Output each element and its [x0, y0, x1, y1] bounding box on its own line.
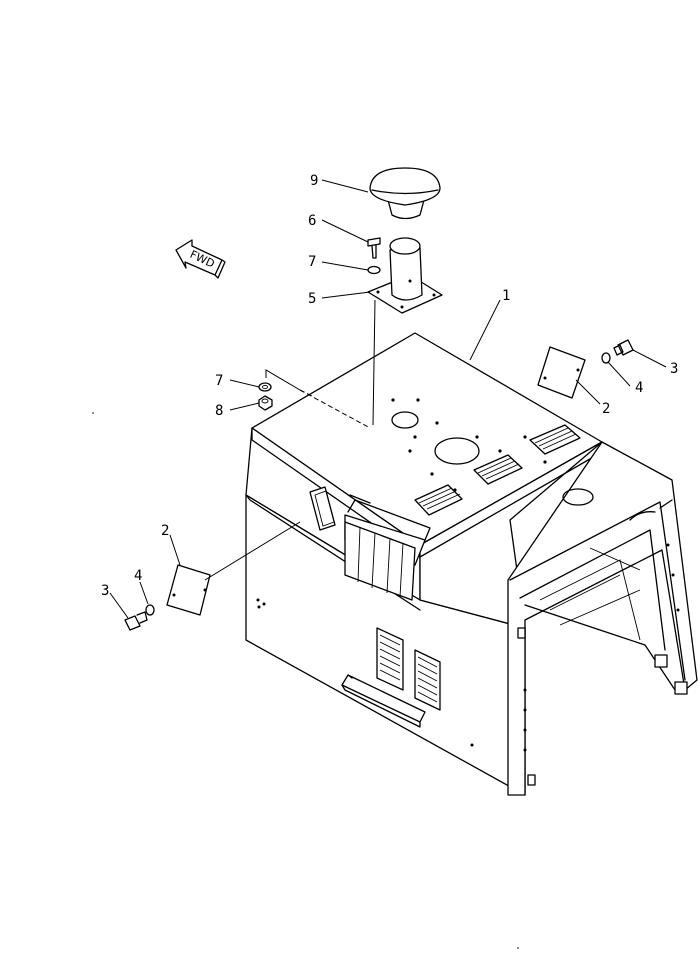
callout-2-left: 2: [161, 523, 169, 539]
callout-5: 5: [308, 291, 316, 307]
callout-9: 9: [310, 173, 318, 189]
nut-part-8: [258, 395, 273, 411]
bolt-part-3-right: [613, 339, 634, 356]
bolt-part-3-left: [124, 611, 148, 631]
callout-8: 8: [215, 403, 223, 419]
hood-frame: [507, 441, 698, 796]
fwd-arrow-icon: FWD: [175, 239, 226, 279]
callout-6: 6: [308, 213, 316, 229]
callout-4-left: 4: [134, 568, 142, 584]
frame-holes: [523, 543, 680, 752]
handle: [341, 674, 426, 728]
cover-plate-left: [166, 564, 211, 616]
top-louvers: [414, 424, 581, 516]
side-panel: [309, 486, 431, 601]
exhaust-cap: [369, 167, 441, 220]
callouts: 9 6 7 5 1 3 4 2 7 8 2 4 3: [101, 173, 678, 599]
exhaust-pipe: [367, 237, 443, 314]
callout-3-left: 3: [101, 583, 109, 599]
callout-2-right: 2: [602, 401, 610, 417]
washer-part-4-right: [601, 352, 611, 364]
washer-part-7-left: [258, 382, 272, 392]
leader-lines: [109, 179, 667, 619]
bolt-part-6: [367, 237, 381, 259]
callout-1: 1: [502, 288, 510, 304]
callout-4-right: 4: [635, 380, 643, 396]
callout-7-top: 7: [308, 254, 316, 270]
washer-part-4-left: [145, 604, 155, 616]
cover-plate-right: [537, 346, 586, 399]
washer-part-7-top: [367, 265, 381, 275]
side-louvers: [376, 627, 441, 711]
callout-3-right: 3: [670, 361, 678, 377]
top-holes: [391, 398, 594, 506]
callout-7-left: 7: [215, 373, 223, 389]
